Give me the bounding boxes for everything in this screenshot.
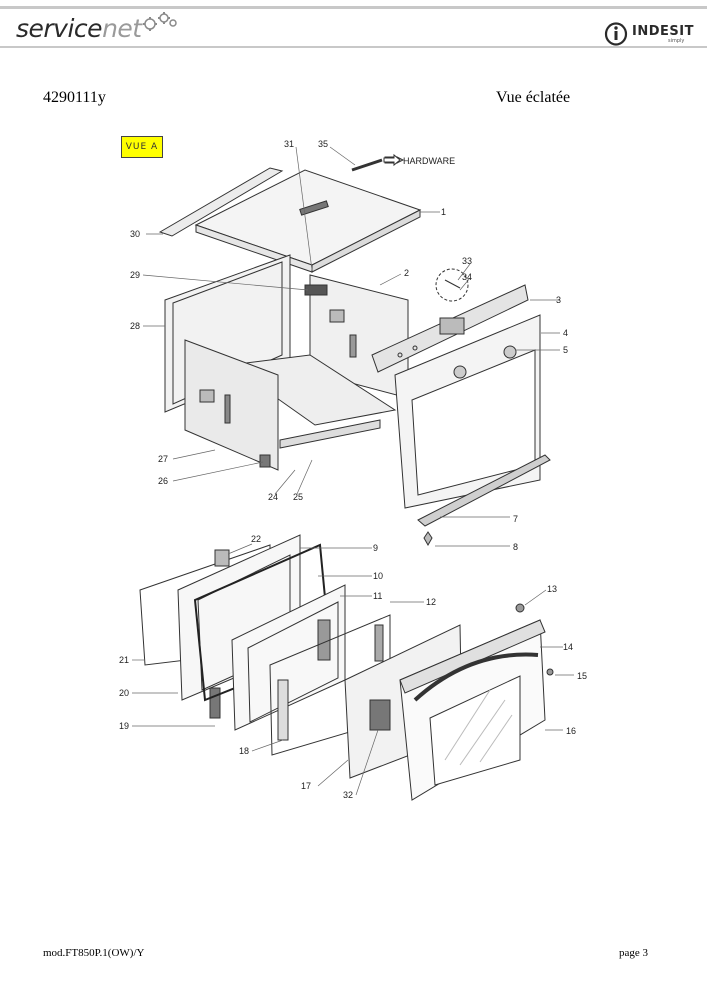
door-handle — [413, 652, 539, 702]
header-rule-bottom — [0, 46, 707, 48]
document-title: Vue éclatée — [496, 89, 571, 106]
callout-2: 2 — [404, 268, 409, 278]
callout-15: 15 — [577, 671, 587, 681]
callout-labels: 31 35 1 30 2 33 34 3 29 28 4 5 27 26 24 25 7 8 22 9 10 11 12 13… — [119, 139, 587, 800]
callout-8: 8 — [513, 542, 518, 552]
callout-29: 29 — [130, 270, 140, 280]
callout-18: 18 — [239, 746, 249, 756]
callout-4: 4 — [563, 328, 568, 338]
gear-icon — [143, 12, 177, 31]
hardware-label: HARDWARE — [403, 156, 455, 166]
servicenet-logo-part-service: service — [16, 14, 103, 43]
callout-34: 34 — [462, 272, 472, 282]
hardware-arrow-icon — [383, 153, 401, 167]
callout-32: 32 — [343, 790, 353, 800]
left-side-panel — [184, 339, 279, 471]
knob-icon — [453, 365, 467, 379]
callout-27: 27 — [158, 454, 168, 464]
footer-page-number: page 3 — [619, 947, 649, 959]
callout-11: 11 — [373, 591, 382, 601]
callout-33: 33 — [462, 256, 472, 266]
callout-25: 25 — [293, 492, 303, 502]
callout-10: 10 — [373, 571, 383, 581]
callout-35: 35 — [318, 139, 328, 149]
indesit-tagline: simply — [668, 38, 685, 44]
callout-31: 31 — [284, 139, 294, 149]
callout-7: 7 — [513, 514, 518, 524]
callout-12: 12 — [426, 597, 436, 607]
callout-5: 5 — [563, 345, 568, 355]
callout-16: 16 — [566, 726, 576, 736]
callout-20: 20 — [119, 688, 129, 698]
callout-28: 28 — [130, 321, 140, 331]
callout-19: 19 — [119, 721, 129, 731]
callout-3: 3 — [556, 295, 561, 305]
callout-21: 21 — [119, 655, 129, 665]
callout-26: 26 — [158, 476, 168, 486]
servicenet-logo-part-net: net — [102, 14, 142, 43]
handle-bracket — [369, 699, 391, 731]
callout-1: 1 — [441, 207, 446, 217]
callout-9: 9 — [373, 543, 378, 553]
bottom-trim — [417, 454, 551, 527]
indesit-logo: INDESIT simply — [604, 22, 694, 46]
footer-model: mod.FT850P.1(OW)/Y — [43, 947, 145, 959]
view-badge: VUE A — [121, 136, 163, 158]
header-rule-top — [0, 6, 707, 9]
indesit-wordmark: INDESIT — [632, 24, 694, 39]
callout-17: 17 — [301, 781, 311, 791]
callout-14: 14 — [563, 642, 573, 652]
callout-24: 24 — [268, 492, 278, 502]
callout-22: 22 — [251, 534, 261, 544]
document-code: 4290111y — [43, 89, 106, 106]
callout-13: 13 — [547, 584, 557, 594]
indesit-info-icon — [604, 22, 628, 46]
servicenet-logo: servicenet — [16, 14, 142, 46]
top-panel — [194, 169, 422, 266]
front-strip — [158, 167, 284, 237]
callout-30: 30 — [130, 229, 140, 239]
